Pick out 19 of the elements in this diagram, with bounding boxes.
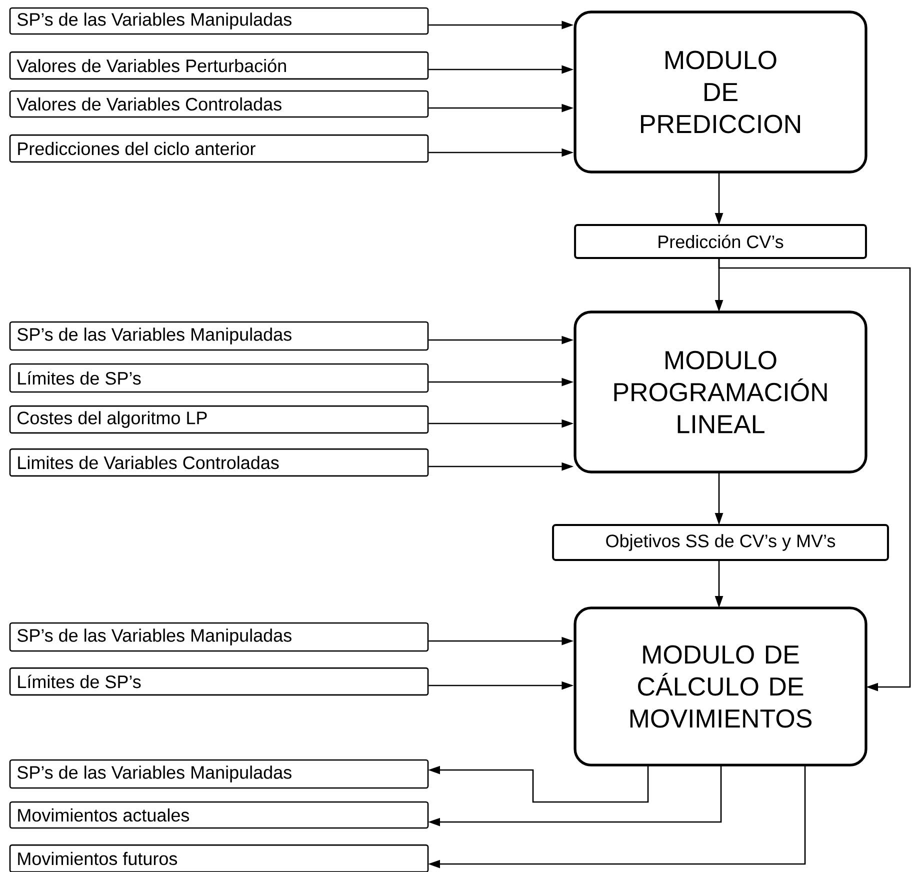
input-box: SP’s de las Variables Manipuladas xyxy=(9,321,429,351)
arrow xyxy=(718,258,911,692)
input-box: SP’s de las Variables Manipuladas xyxy=(9,7,429,35)
module-box: MODULO DE PREDICCION xyxy=(574,10,868,174)
input-box: SP’s de las Variables Manipuladas xyxy=(9,622,429,652)
input-box: Límites de SP’s xyxy=(9,667,429,696)
input-box: Movimientos actuales xyxy=(9,801,429,829)
input-box: Movimientos futuros xyxy=(9,844,429,872)
input-box: Costes del algoritmo LP xyxy=(9,405,429,434)
module-box: MODULO DE CÁLCULO DE MOVIMIENTOS xyxy=(574,606,868,766)
input-box: SP’s de las Variables Manipuladas xyxy=(9,759,429,789)
input-box: Limites de Variables Controladas xyxy=(9,448,429,477)
input-box: Límites de SP’s xyxy=(9,363,429,393)
signal-box: Objetivos SS de CV’s y MV’s xyxy=(552,524,889,561)
module-box: MODULO PROGRAMACIÓN LINEAL xyxy=(574,310,868,474)
input-box: Valores de Variables Controladas xyxy=(9,90,429,118)
signal-box: Predicción CV’s xyxy=(574,224,867,260)
input-box: Valores de Variables Perturbación xyxy=(9,51,429,80)
input-box: Predicciones del ciclo anterior xyxy=(9,134,429,163)
